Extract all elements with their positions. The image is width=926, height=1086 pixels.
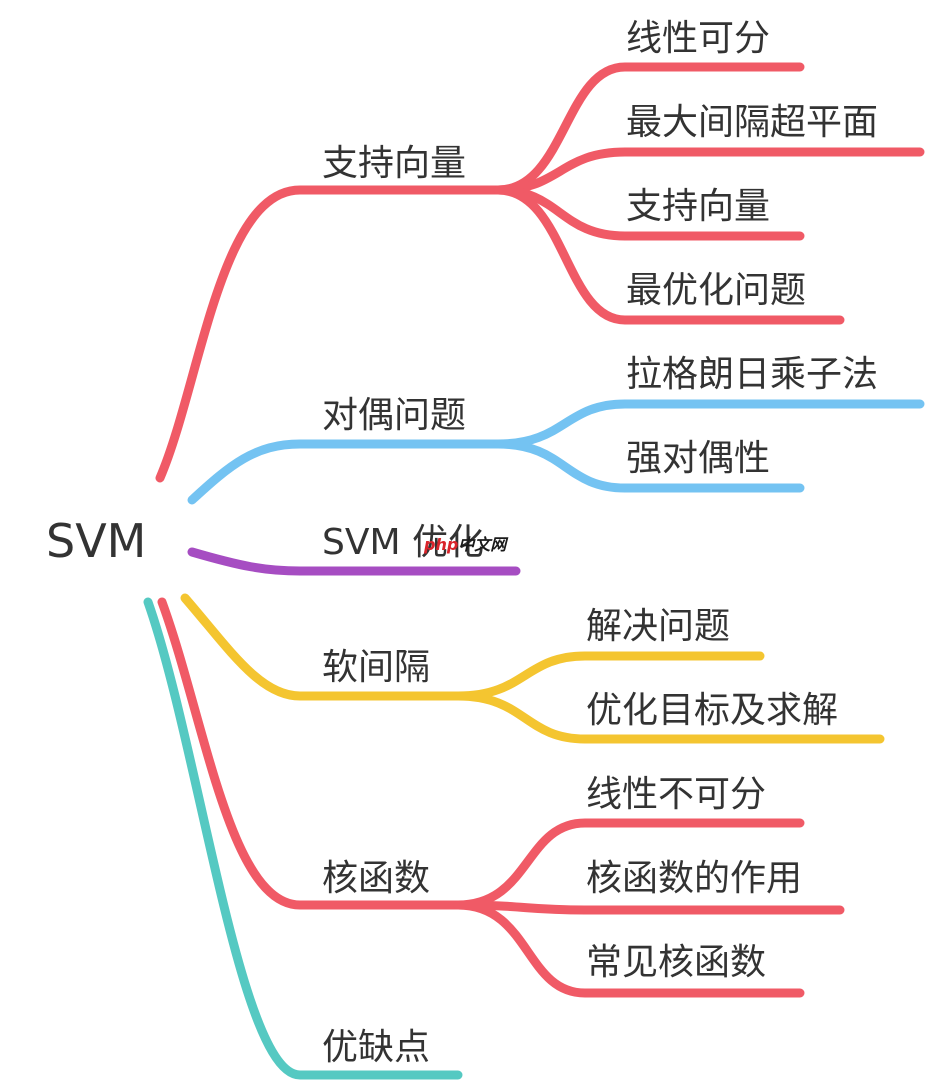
connector-root-branch-3: [180, 593, 463, 701]
branch-label-pros-cons: 优缺点: [322, 1027, 431, 1068]
connector-root-branch-1: [187, 439, 503, 505]
connector-branch-4-child-2: [453, 900, 805, 998]
connector-root-branch-5: [143, 597, 463, 1080]
leaf-label: 最大间隔超平面: [626, 102, 879, 143]
branch-label-kernel-function: 核函数: [322, 858, 431, 899]
leaf-label: 线性不可分: [586, 774, 767, 815]
branch-label-soft-margin: 软间隔: [322, 647, 431, 688]
root-node-label: SVM: [46, 514, 147, 568]
leaf-label: 常见核函数: [586, 942, 767, 983]
branch-label-dual-problem: 对偶问题: [322, 395, 467, 436]
leaf-label: 线性可分: [626, 18, 771, 59]
leaf-label: 最优化问题: [626, 270, 807, 311]
connector-branch-3-child-1: [453, 691, 885, 744]
connector-branch-1-child-1: [493, 439, 805, 493]
leaf-label: 解决问题: [586, 606, 731, 647]
connector-root-branch-2: [187, 547, 521, 576]
branch-label-svm-optimization: SVM 优化: [322, 522, 484, 563]
connector-root-branch-4: [157, 597, 463, 910]
leaf-label: 优化目标及求解: [586, 690, 839, 731]
watermark-logo: php中文网: [424, 536, 506, 554]
connector-root-branch-0: [155, 185, 503, 483]
branch-label-support-vectors: 支持向量: [322, 143, 467, 184]
connector-branch-4-child-1: [453, 900, 845, 915]
watermark-brand: php: [424, 535, 459, 554]
leaf-label: 强对偶性: [626, 438, 771, 479]
connector-branch-0-child-3: [493, 185, 845, 325]
watermark-site: 中文网: [458, 535, 507, 554]
leaf-label: 核函数的作用: [586, 858, 803, 899]
leaf-label: 拉格朗日乘子法: [626, 354, 879, 395]
leaf-label: 支持向量: [626, 186, 771, 227]
